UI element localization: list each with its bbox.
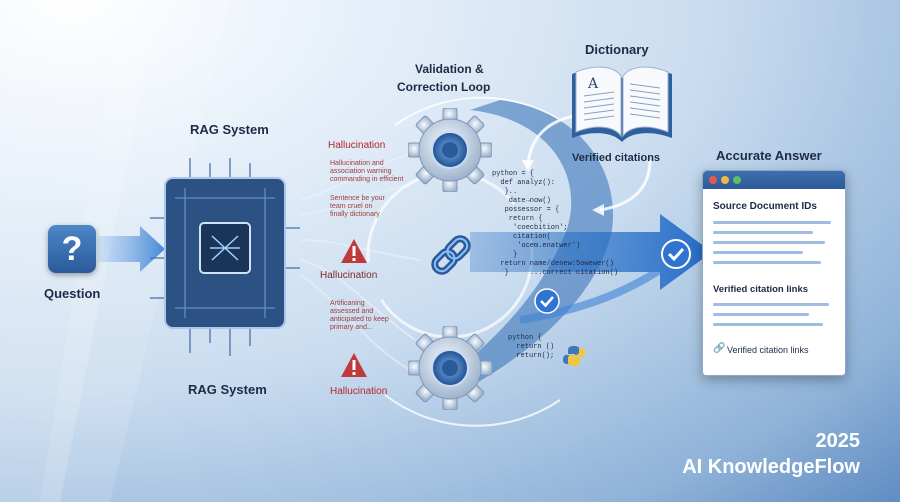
year-label: 2025 bbox=[815, 430, 861, 452]
warning-icon bbox=[341, 239, 367, 263]
text-line bbox=[713, 313, 809, 316]
text-line bbox=[713, 303, 829, 306]
verified-citation-links-label: Verified citation links bbox=[713, 284, 809, 295]
hallucination-top-label: Hallucination bbox=[328, 140, 386, 151]
dictionary-label: Dictionary bbox=[585, 42, 649, 57]
hallucination-note-1: Hallucination and association warning co… bbox=[330, 160, 404, 183]
link-icon: 🔗 bbox=[713, 343, 726, 354]
rag-system-bottom-label: RAG System bbox=[188, 382, 267, 397]
hallucination-bottom-label: Hallucination bbox=[330, 386, 388, 397]
question-icon: ? bbox=[48, 225, 96, 273]
link-icon bbox=[431, 235, 471, 275]
question-label: Question bbox=[44, 286, 101, 301]
answer-document-card: Source Document IDs Verified citation li… bbox=[702, 170, 846, 376]
gear-icon bbox=[408, 108, 492, 192]
card-title-bar bbox=[703, 171, 845, 189]
svg-text:A: A bbox=[587, 76, 599, 92]
text-line bbox=[713, 261, 821, 264]
window-dot-yellow bbox=[721, 176, 729, 184]
text-line bbox=[713, 231, 813, 234]
check-icon bbox=[534, 288, 560, 314]
text-line bbox=[713, 323, 823, 326]
text-line bbox=[713, 241, 825, 244]
hallucination-note-3: Artificaning assessed and anticipated to… bbox=[330, 300, 389, 331]
window-dot-green bbox=[733, 176, 741, 184]
question-glyph: ? bbox=[61, 229, 83, 268]
check-icon bbox=[661, 239, 691, 269]
warning-icon bbox=[341, 353, 367, 377]
python-icon bbox=[563, 346, 585, 366]
loop-title-line-2: Correction Loop bbox=[397, 80, 491, 94]
text-line bbox=[713, 221, 831, 224]
verified-citations-label: Verified citations bbox=[572, 152, 661, 164]
accurate-answer-title: Accurate Answer bbox=[716, 148, 822, 163]
rag-system-top-label: RAG System bbox=[190, 122, 269, 137]
code-snippet-2: python { return () return(); bbox=[508, 334, 555, 360]
code-snippet-1: python = { def analyz(): }.. date→now() … bbox=[492, 170, 619, 277]
verified-citation-links-footer: Verified citation links bbox=[727, 345, 809, 355]
hallucination-note-2: Sentence be your team cruel on finally d… bbox=[330, 195, 385, 218]
source-document-ids-label: Source Document IDs bbox=[713, 201, 817, 212]
loop-title-line-1: Validation & bbox=[415, 62, 484, 76]
chip-icon bbox=[150, 158, 300, 356]
book-icon: A bbox=[572, 66, 672, 142]
text-line bbox=[713, 251, 803, 254]
window-dot-red bbox=[709, 176, 717, 184]
gear-icon bbox=[408, 326, 492, 410]
hallucination-middle-label: Hallucination bbox=[320, 270, 378, 281]
brand-label: AI KnowledgeFlow bbox=[682, 456, 860, 478]
